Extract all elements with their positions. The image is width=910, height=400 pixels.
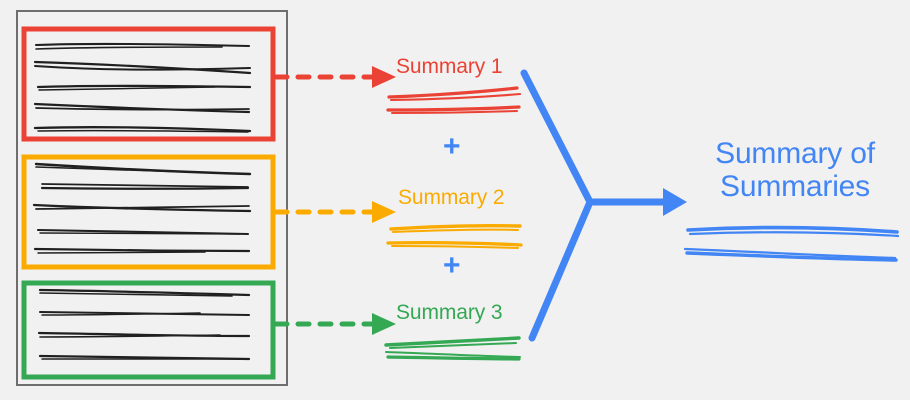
document-orange-text-lines	[32, 162, 252, 254]
summary-1-label: Summary 1	[396, 55, 503, 78]
source-documents-container	[16, 10, 288, 386]
plus-operator-2: +	[443, 249, 461, 282]
summary-3-strokes	[384, 336, 521, 361]
final-output-title-line-2: Summaries	[720, 170, 870, 203]
connector-green-arrowhead	[372, 313, 396, 335]
connector-orange	[273, 201, 396, 223]
final-output-title: Summary of Summaries	[700, 137, 890, 203]
connector-red-arrowhead	[372, 66, 396, 88]
summary-2-label: Summary 2	[398, 186, 505, 209]
final-output-title-line-1: Summary of	[715, 137, 875, 170]
merge-arrow	[520, 69, 687, 342]
summary-1-strokes	[386, 86, 522, 114]
connector-orange-arrowhead	[372, 201, 396, 223]
plus-operator-1: +	[443, 130, 461, 163]
document-orange[interactable]	[21, 154, 276, 270]
summary-3-label: Summary 3	[396, 301, 503, 324]
connector-green	[273, 313, 396, 335]
document-green[interactable]	[21, 280, 276, 380]
document-red[interactable]	[21, 26, 276, 142]
summary-2-strokes	[386, 223, 523, 249]
merge-arrowhead	[663, 188, 687, 216]
document-green-text-lines	[37, 288, 251, 361]
document-green-frame	[21, 280, 276, 380]
final-output-strokes	[683, 225, 900, 262]
document-red-text-lines	[33, 42, 252, 133]
connector-red	[273, 66, 396, 88]
document-red-frame	[21, 26, 276, 142]
document-orange-frame	[21, 154, 276, 270]
